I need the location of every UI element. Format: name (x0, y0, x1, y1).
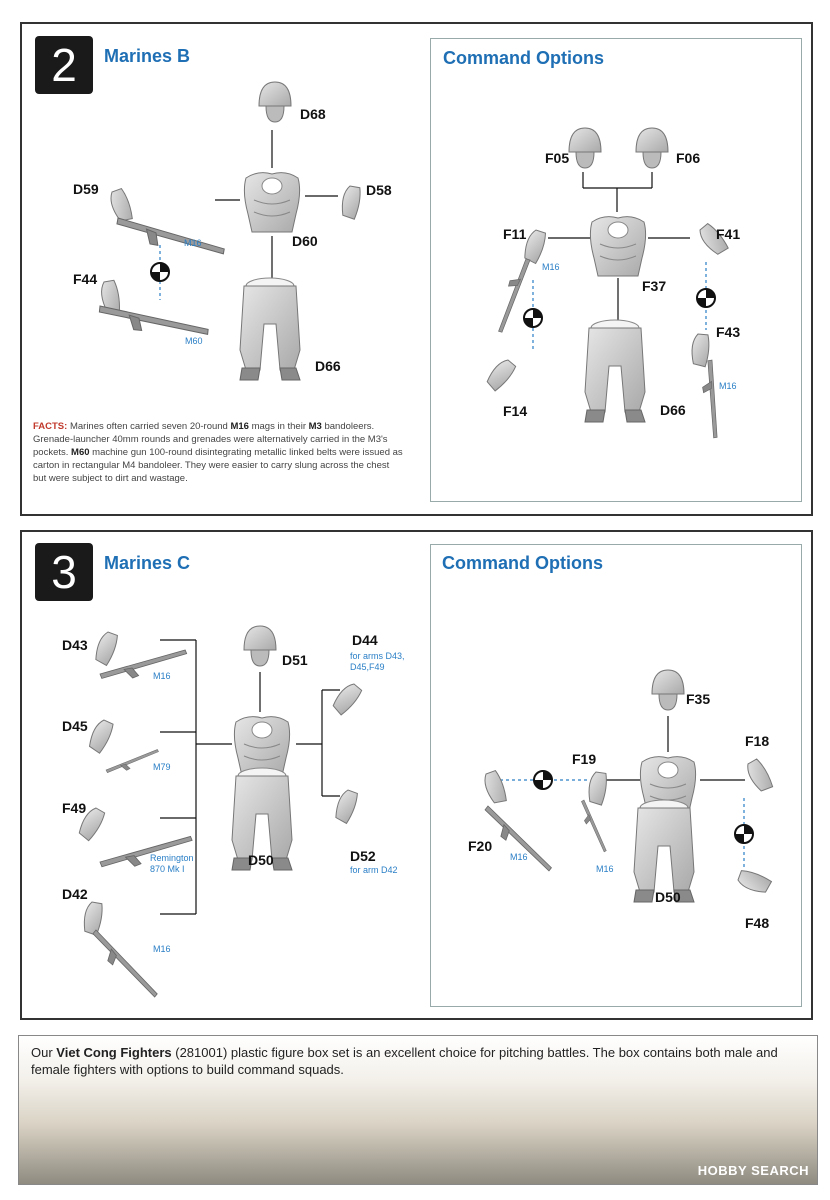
part-d52: D52 (350, 848, 376, 864)
part-f37: F37 (642, 278, 667, 294)
part-d44: D44 (352, 632, 378, 648)
part-f43: F43 (716, 324, 741, 340)
part-d50-options: D50 (655, 889, 681, 905)
note-d43-m16: M16 (153, 671, 171, 681)
note-d44-for: for arms D43, (350, 651, 405, 661)
part-f48: F48 (745, 915, 770, 931)
part-f05: F05 (545, 150, 570, 166)
note-f11-m16: M16 (542, 262, 560, 272)
step3-command-options-title: Command Options (442, 553, 603, 573)
part-f49: F49 (62, 800, 87, 816)
note-remington2: 870 Mk I (150, 864, 185, 874)
step3-number: 3 (35, 543, 93, 601)
note-m60: M60 (185, 336, 203, 346)
part-d45: D45 (62, 718, 88, 734)
part-d59: D59 (73, 181, 99, 197)
part-d66-options: D66 (660, 402, 686, 418)
note-f20-m16: M16 (510, 852, 528, 862)
banner-text: Our Viet Cong Fighters (281001) plastic … (31, 1045, 778, 1077)
part-f41: F41 (716, 226, 741, 242)
part-f20: F20 (468, 838, 493, 854)
note-m16: M16 (184, 238, 202, 248)
part-f18: F18 (745, 733, 770, 749)
part-f19: F19 (572, 751, 597, 767)
part-f44: F44 (73, 271, 98, 287)
watermark: HOBBY SEARCH (697, 1163, 809, 1178)
viet-cong-banner: Our Viet Cong Fighters (281001) plastic … (18, 1035, 818, 1185)
part-f11: F11 (503, 226, 527, 242)
note-m79: M79 (153, 762, 171, 772)
part-d66: D66 (315, 358, 341, 374)
step3-title: Marines C (104, 553, 191, 573)
note-d44-for2: D45,F49 (350, 662, 385, 672)
part-d50: D50 (248, 852, 274, 868)
part-f06: F06 (676, 150, 701, 166)
part-d68: D68 (300, 106, 326, 122)
step2-title: Marines B (104, 46, 191, 66)
note-f43-m16: M16 (719, 381, 737, 391)
note-d42-m16: M16 (153, 944, 171, 954)
part-d60: D60 (292, 233, 318, 249)
part-d42: D42 (62, 886, 88, 902)
part-d58: D58 (366, 182, 392, 198)
facts-text: FACTS: Marines often carried seven 20-ro… (33, 421, 403, 484)
part-f35: F35 (686, 691, 711, 707)
note-d52-for: for arm D42 (350, 865, 398, 875)
part-d43: D43 (62, 637, 88, 653)
part-d51: D51 (282, 652, 308, 668)
part-f14: F14 (503, 403, 528, 419)
note-f19-m16: M16 (596, 864, 614, 874)
step2-number: 2 (35, 36, 93, 94)
note-remington: Remington (150, 853, 194, 863)
step2-command-options-title: Command Options (443, 48, 604, 68)
